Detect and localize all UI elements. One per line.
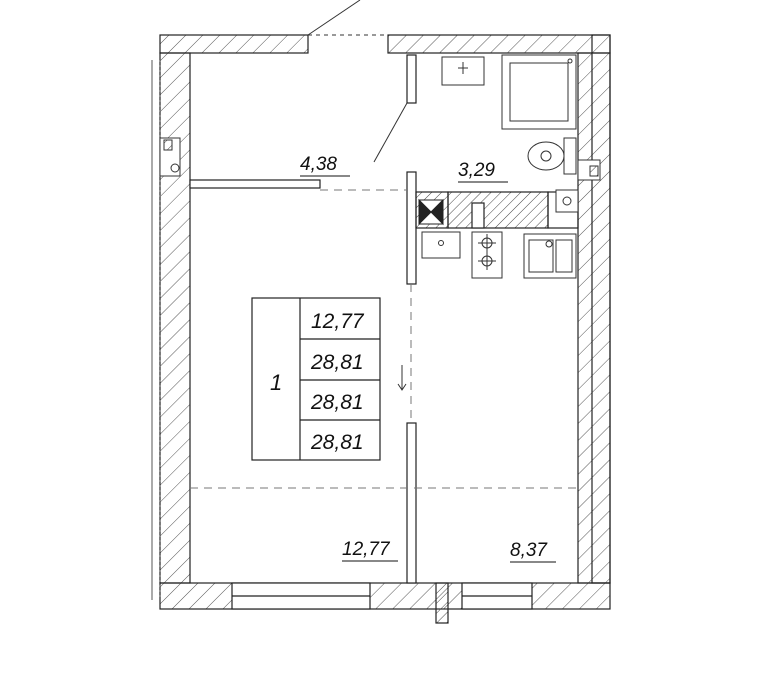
outer-left-boundary bbox=[151, 60, 161, 600]
room-area-living: 12,77 bbox=[342, 539, 391, 560]
legend-row-4: 28,81 bbox=[310, 431, 364, 454]
windows bbox=[231, 582, 533, 624]
vent-icon bbox=[418, 198, 444, 226]
washbasin-icon bbox=[441, 56, 485, 86]
legend-row-2: 28,81 bbox=[310, 351, 364, 374]
door-arrow-icon bbox=[397, 365, 407, 391]
entrance-door bbox=[307, 0, 388, 36]
sink-icon bbox=[523, 233, 577, 279]
legend-row-3: 28,81 bbox=[310, 391, 364, 414]
riser-icon bbox=[159, 137, 601, 213]
bathroom-door-swing bbox=[373, 102, 408, 163]
shower-tray-icon bbox=[501, 54, 577, 130]
toilet-icon bbox=[527, 137, 577, 175]
area-legend bbox=[251, 297, 381, 461]
stove-icon bbox=[478, 234, 496, 270]
room-area-bathroom: 3,29 bbox=[458, 160, 495, 181]
room-labels: 4,38 3,29 12,77 8,37 bbox=[300, 154, 556, 563]
interior-walls bbox=[189, 54, 579, 584]
room-boundaries bbox=[190, 189, 578, 489]
legend-row-1: 12,77 bbox=[311, 310, 365, 333]
room-area-hall: 4,38 bbox=[300, 154, 337, 175]
legend-rooms-count: 1 bbox=[270, 370, 282, 395]
room-area-kitchen: 8,37 bbox=[510, 540, 548, 561]
